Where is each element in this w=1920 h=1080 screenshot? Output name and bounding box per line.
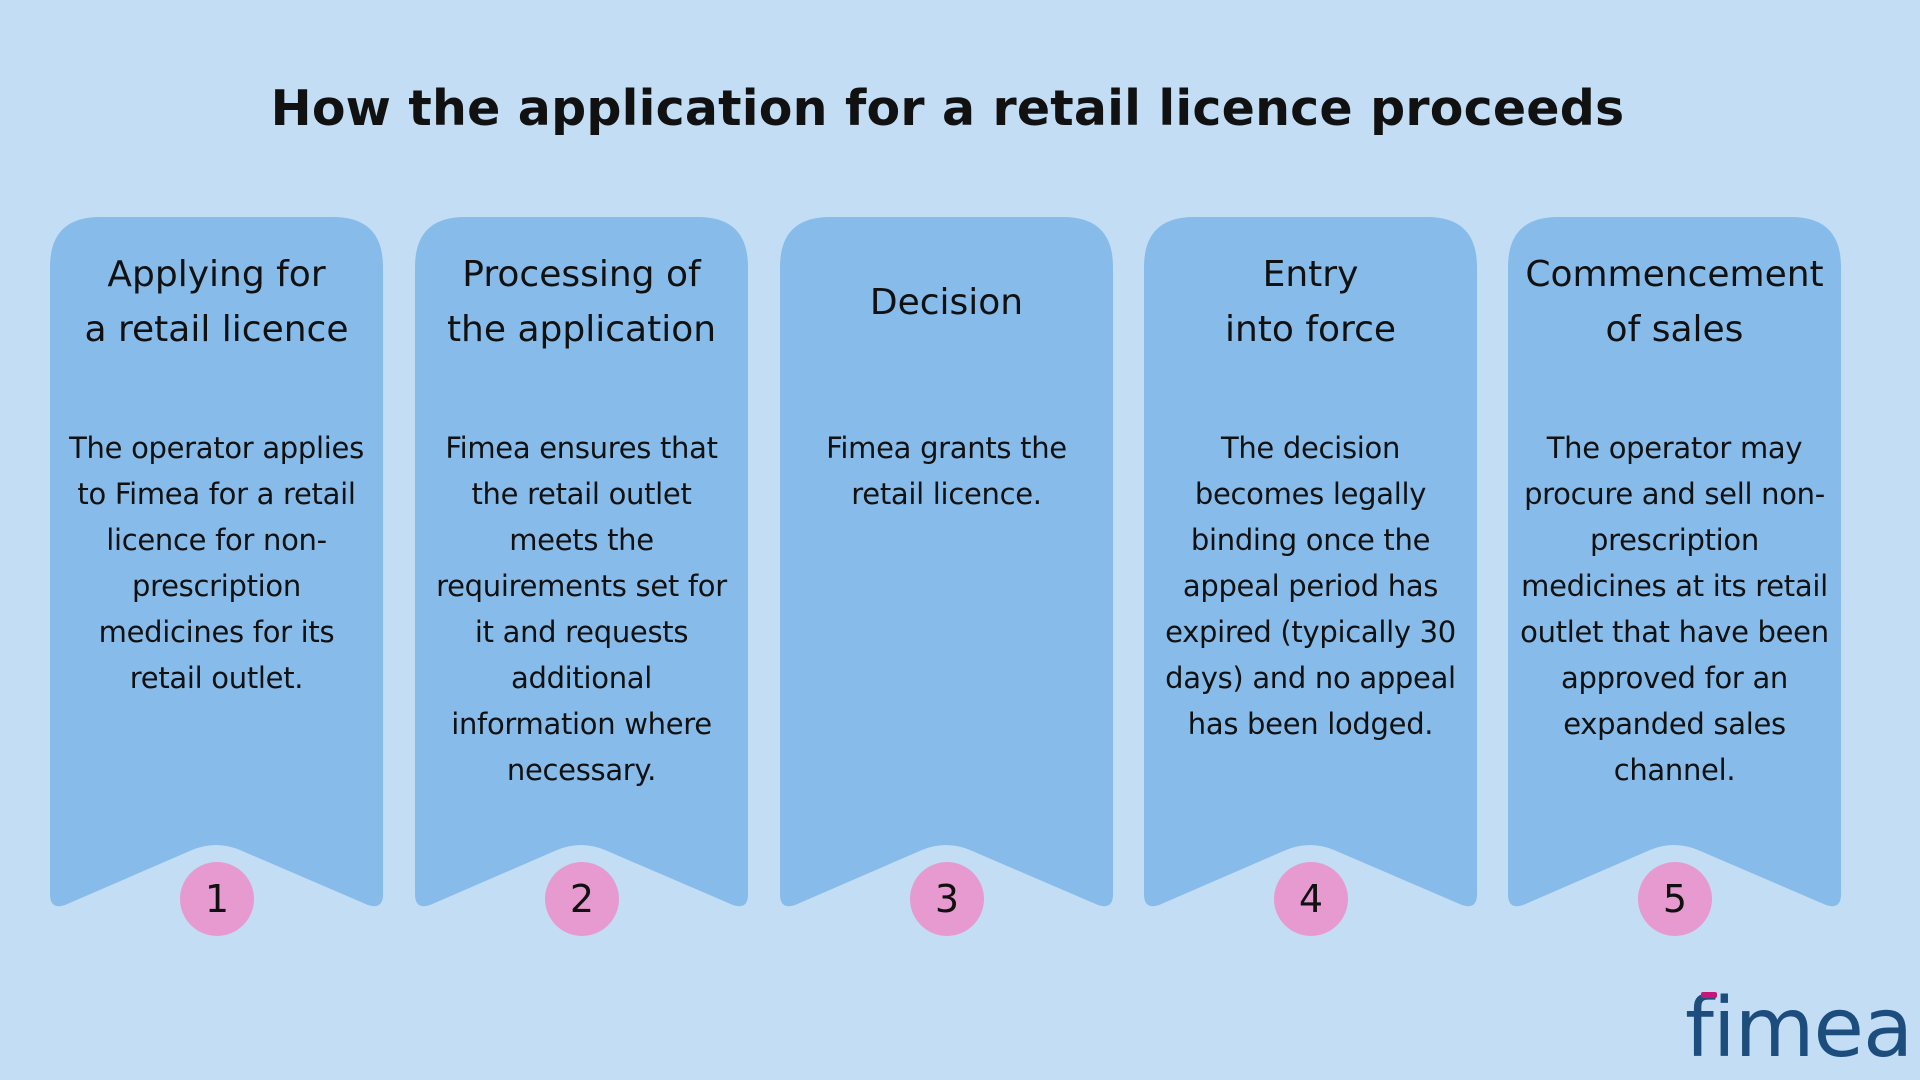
step-card-shape bbox=[780, 217, 1113, 907]
step-description: The operator applies to Fimea for a reta… bbox=[69, 431, 364, 695]
step-description: Fimea ensures that the retail outlet mee… bbox=[436, 431, 727, 787]
step-title: Decision bbox=[869, 281, 1024, 323]
step-title: Entry into force bbox=[1224, 254, 1397, 350]
page-title: How the application for a retail licence… bbox=[270, 80, 1625, 137]
step-description: The decision becomes legally binding onc… bbox=[1165, 431, 1456, 741]
step-title: Processing of the application bbox=[446, 254, 717, 350]
logo-wordmark: fimea bbox=[1685, 981, 1913, 1076]
step-number-badge: 4 bbox=[1274, 862, 1348, 936]
step-card-1: Applying for a retail licence The operat… bbox=[50, 217, 383, 936]
step-card-4: Entry into force The decision becomes le… bbox=[1144, 217, 1477, 936]
step-card-shape bbox=[415, 217, 748, 907]
step-description: Fimea grants the retail licence. bbox=[826, 431, 1067, 511]
step-number-badge: 3 bbox=[910, 862, 984, 936]
step-title: Commencement of sales bbox=[1525, 254, 1824, 350]
step-number-badge: 2 bbox=[545, 862, 619, 936]
step-card-shape bbox=[1144, 217, 1477, 907]
fimea-logo: fimea bbox=[1685, 980, 1913, 1070]
step-description: The operator may procure and sell non-pr… bbox=[1520, 431, 1829, 787]
logo-accent-icon bbox=[1701, 992, 1717, 998]
step-card-shape bbox=[1508, 217, 1841, 907]
step-card-2: Processing of the application Fimea ensu… bbox=[415, 217, 748, 936]
step-number-badge: 5 bbox=[1638, 862, 1712, 936]
step-card-3: Decision Fimea grants the retail licence… bbox=[780, 217, 1113, 936]
step-card-shape bbox=[50, 217, 383, 907]
step-number-badge: 1 bbox=[180, 862, 254, 936]
step-title: Applying for a retail licence bbox=[84, 254, 349, 350]
step-card-5: Commencement of sales The operator may p… bbox=[1508, 217, 1841, 936]
